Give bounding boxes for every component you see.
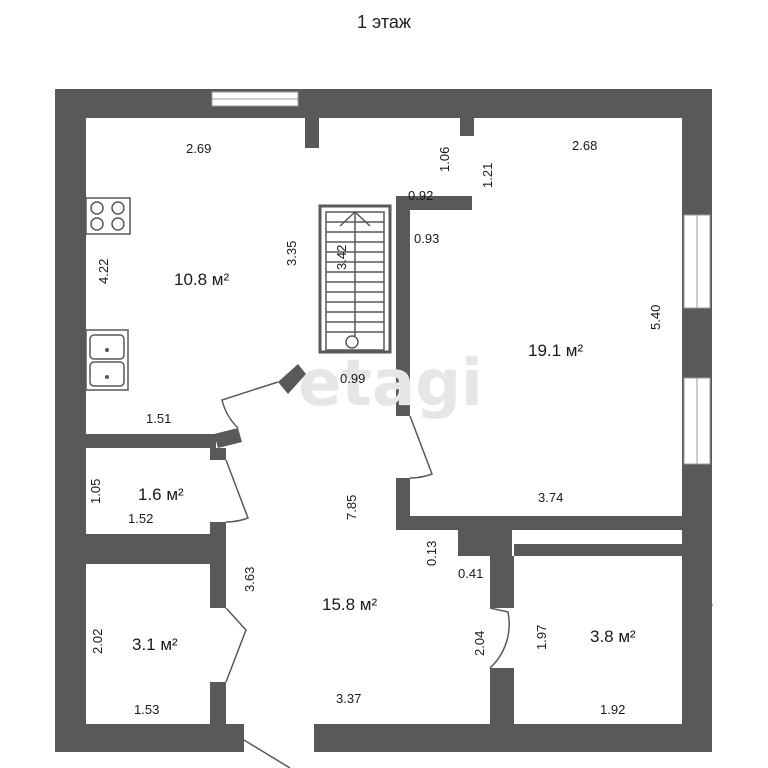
dim-kitchen-left: 4.22 (96, 259, 111, 284)
dim-nook-c: 0.92 (408, 188, 433, 203)
door-living (409, 415, 433, 479)
dim-small-left: 1.05 (88, 479, 103, 504)
floor-title: 1 этаж (357, 12, 411, 32)
area-living: 19.1 м² (528, 341, 583, 360)
dim-stair-bottom: 0.99 (340, 371, 365, 386)
dim-hall-left: 3.63 (242, 567, 257, 592)
dim-kitchen-top: 2.69 (186, 141, 211, 156)
entrance-opening (244, 724, 314, 752)
dim-hall-right: 2.04 (472, 631, 487, 656)
dimensions: 2.69 4.22 3.35 1.51 3.42 0.99 2.68 5.40 … (88, 138, 663, 717)
area-hall: 15.8 м² (322, 595, 377, 614)
dim-storage-bottom: 1.92 (600, 702, 625, 717)
room-areas: 10.8 м² 19.1 м² 1.6 м² 15.8 м² 3.1 м² 3.… (132, 270, 636, 654)
door-kitchen (221, 381, 279, 429)
dim-living-right: 5.40 (648, 305, 663, 330)
dim-hall-c1: 0.13 (424, 541, 439, 566)
staircase (318, 204, 392, 354)
stove-icon (85, 197, 131, 235)
dim-hall-bottom: 3.37 (336, 691, 361, 706)
dim-nook-a: 1.06 (437, 147, 452, 172)
dim-living-bottom: 3.74 (538, 490, 563, 505)
dim-hall-center: 7.85 (344, 495, 359, 520)
dim-storage-left: 1.97 (534, 625, 549, 650)
door-bath (225, 607, 247, 683)
area-bath: 3.1 м² (132, 635, 178, 654)
area-kitchen: 10.8 м² (174, 270, 229, 289)
door-storage-outer (695, 603, 713, 669)
area-small-room: 1.6 м² (138, 485, 184, 504)
dim-kitchen-right: 3.35 (284, 241, 299, 266)
door-small-room (225, 459, 249, 523)
dim-stair-length: 3.42 (334, 245, 349, 270)
dim-kitchen-bottom: 1.51 (146, 411, 171, 426)
dim-bath-left: 2.02 (90, 629, 105, 654)
dim-nook-d: 0.93 (414, 231, 439, 246)
dim-living-top: 2.68 (572, 138, 597, 153)
dim-hall-c2: 0.41 (458, 566, 483, 581)
door-entrance (243, 739, 291, 768)
dim-small-bottom: 1.52 (128, 511, 153, 526)
door-storage (489, 607, 510, 669)
doors (221, 381, 713, 768)
watermark: etagi (298, 347, 483, 421)
sink-icon (85, 329, 129, 391)
walls (55, 89, 712, 752)
dim-bath-bottom: 1.53 (134, 702, 159, 717)
dim-nook-b: 1.21 (480, 163, 495, 188)
stair-start-icon (345, 335, 359, 349)
area-storage: 3.8 м² (590, 627, 636, 646)
